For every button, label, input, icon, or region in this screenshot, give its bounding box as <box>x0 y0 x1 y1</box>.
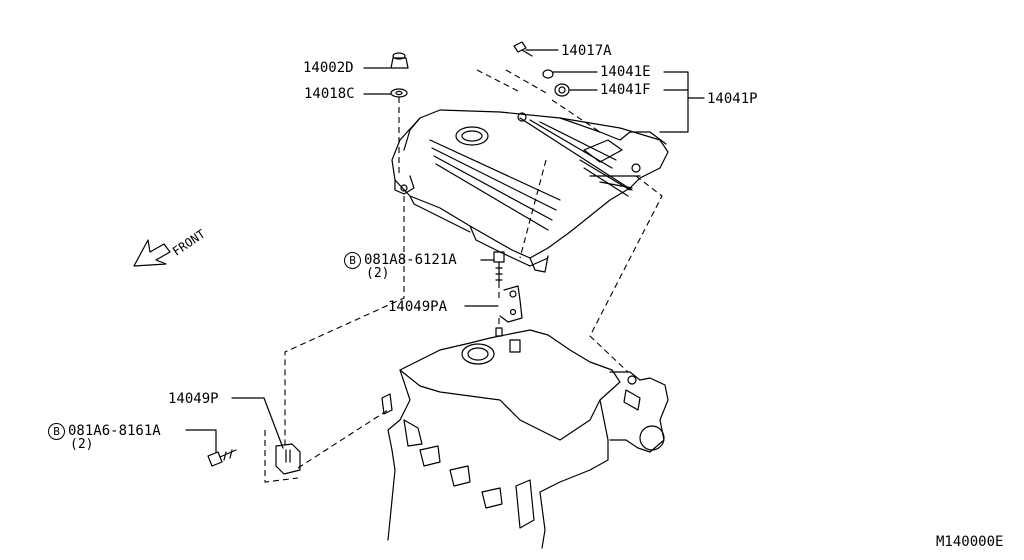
label-081a8-6121a: 081A8-6121A <box>364 252 457 268</box>
assembly-lines <box>264 69 663 483</box>
label-081a6-qty: (2) <box>70 437 94 452</box>
bolt-callout-b-mid: B <box>344 252 361 269</box>
label-081a8-qty: (2) <box>366 266 390 281</box>
label-14049p: 14049P <box>168 391 219 407</box>
front-arrow <box>133 239 171 267</box>
fasteners <box>207 41 570 475</box>
label-14017a: 14017A <box>561 43 612 59</box>
engine-cover <box>391 109 669 273</box>
cylinder-head <box>381 329 669 549</box>
bolt-callout-b-low: B <box>48 423 65 440</box>
leader-lines <box>185 49 705 453</box>
label-14041f: 14041F <box>600 82 651 98</box>
label-14018c: 14018C <box>304 86 355 102</box>
label-14041e: 14041E <box>600 64 651 80</box>
label-14002d: 14002D <box>303 60 354 76</box>
label-14049pa: 14049PA <box>388 299 448 315</box>
label-14041p: 14041P <box>707 91 758 107</box>
label-081a6-8161a: 081A6-8161A <box>68 423 161 439</box>
diagram-id: M140000E <box>936 534 1004 550</box>
